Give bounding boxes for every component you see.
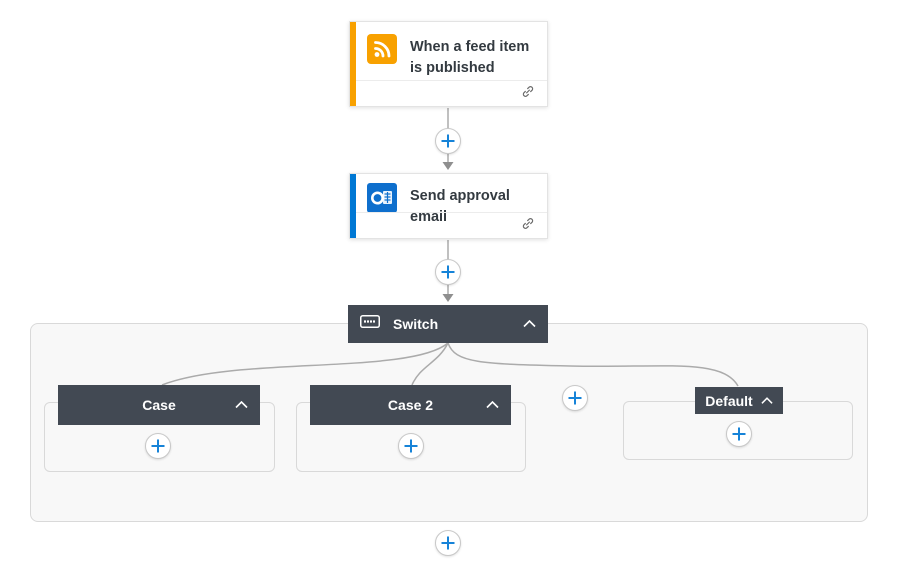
chevron-up-icon[interactable] [523, 320, 536, 328]
switch-header[interactable]: Switch [348, 305, 548, 343]
case-1-label: Case [142, 397, 176, 413]
default-case-label: Default [705, 392, 753, 409]
action-title: Send approval email [410, 188, 510, 225]
add-case-button[interactable] [562, 385, 588, 411]
trigger-title: When a feed item is published [410, 39, 530, 76]
trigger-card[interactable]: When a feed item is published [349, 21, 548, 107]
switch-label: Switch [393, 316, 439, 332]
link-icon [521, 85, 535, 103]
case-2-header[interactable]: Case 2 [310, 385, 511, 425]
default-case-header[interactable]: Default [695, 387, 783, 414]
new-step-button[interactable] [435, 530, 461, 556]
rss-icon [367, 34, 397, 64]
action-card[interactable]: Send approval email [349, 173, 548, 239]
insert-step-button-2[interactable] [435, 259, 461, 285]
case-1-header[interactable]: Case [58, 385, 260, 425]
chevron-up-icon[interactable] [761, 396, 773, 405]
case-2-add-action-button[interactable] [398, 433, 424, 459]
chevron-up-icon[interactable] [486, 385, 499, 425]
default-case-add-action-button[interactable] [726, 421, 752, 447]
trigger-accent-bar [350, 22, 356, 106]
link-icon [521, 217, 535, 235]
action-card-footer [356, 212, 547, 238]
case-1-add-action-button[interactable] [145, 433, 171, 459]
case-2-label: Case 2 [387, 397, 434, 413]
chevron-up-icon[interactable] [235, 385, 248, 425]
switch-keypad-icon [360, 315, 380, 333]
outlook-icon [367, 183, 397, 213]
insert-step-button-1[interactable] [435, 128, 461, 154]
trigger-card-footer [356, 80, 547, 106]
action-accent-bar [350, 174, 356, 238]
